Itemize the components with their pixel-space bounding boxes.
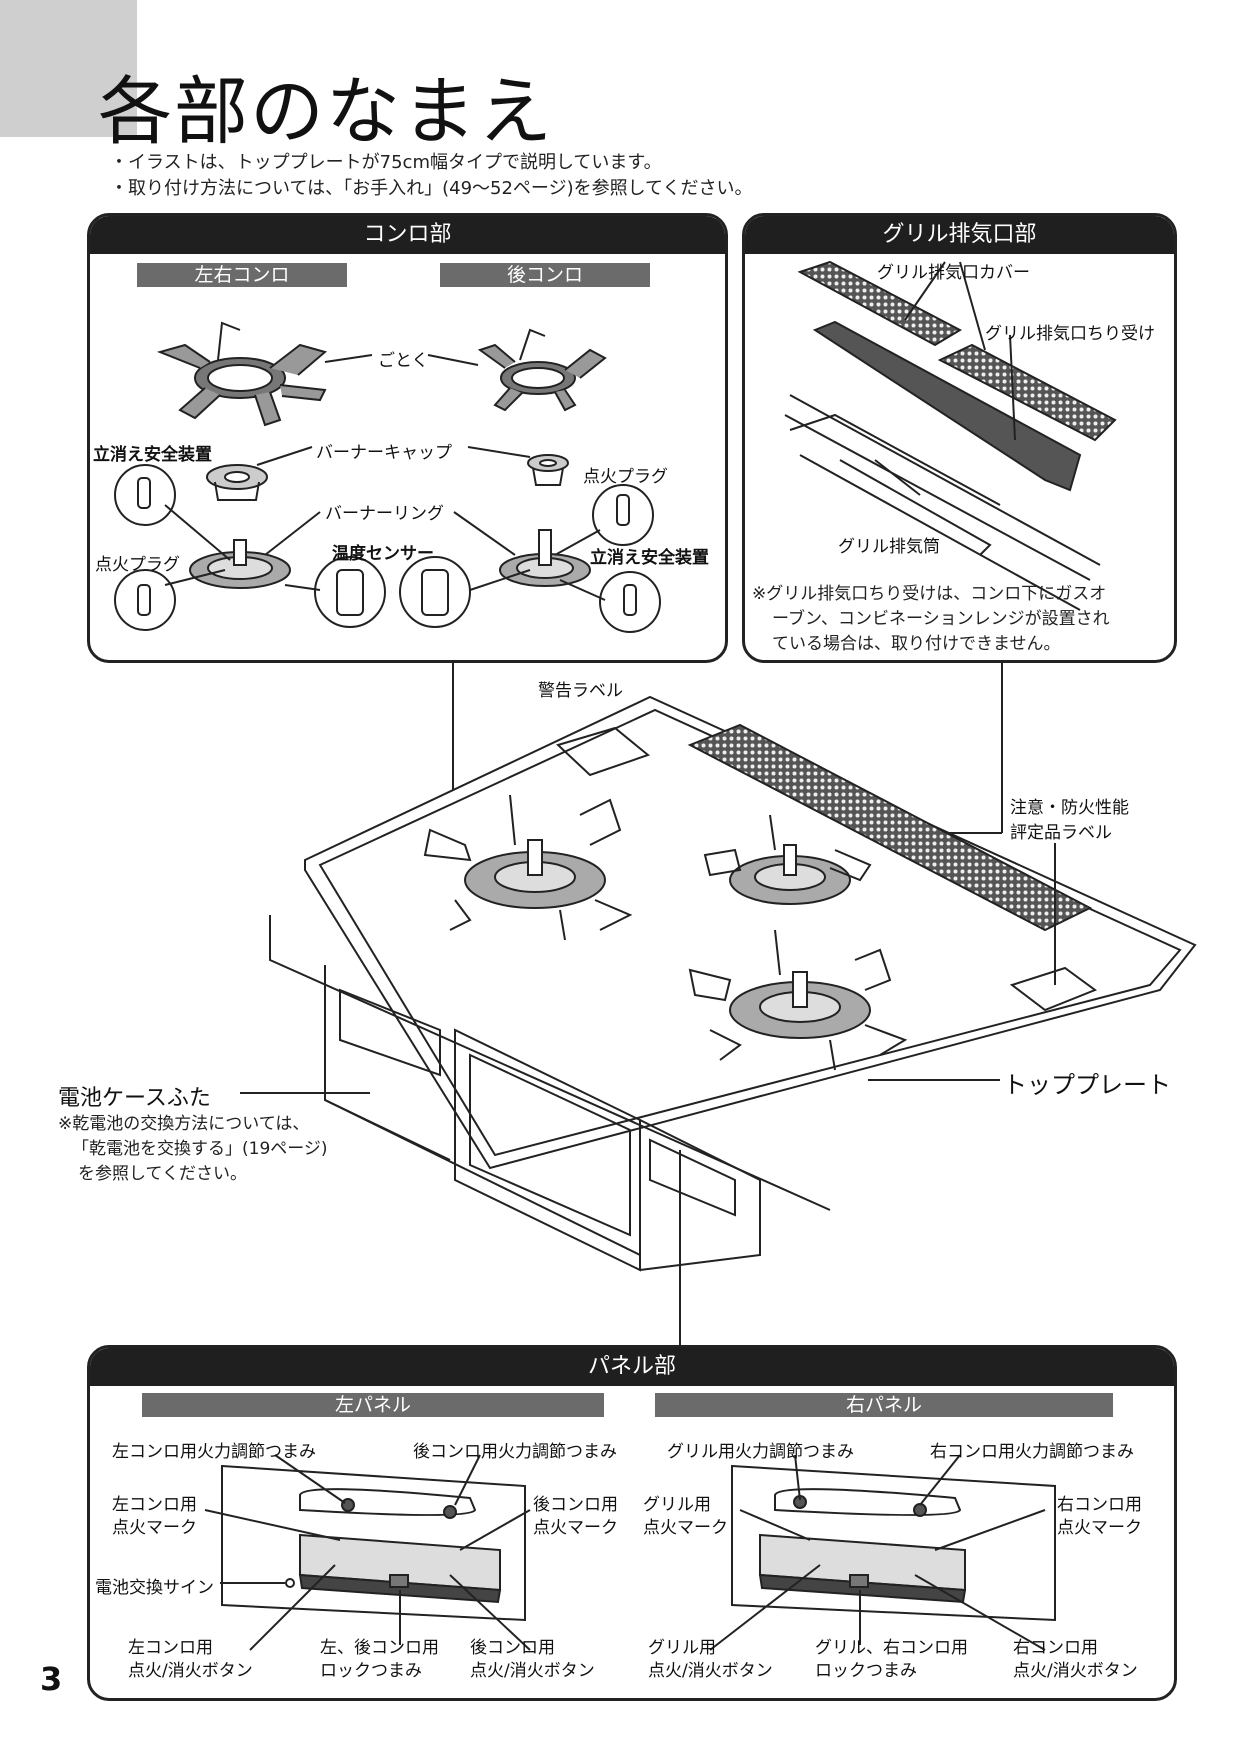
knob-grill-label: グリル用火力調節つまみ	[667, 1442, 854, 1462]
btn-right-label-1: 右コンロ用	[1013, 1638, 1098, 1658]
ondo-sensor-label: 温度センサー	[332, 544, 434, 564]
mark-grill-label-2: 点火マーク	[643, 1518, 728, 1538]
left-panel-title: 左パネル	[142, 1393, 604, 1417]
panel-title: パネル部	[90, 1348, 1174, 1386]
btn-right-label-2: 点火/消火ボタン	[1013, 1661, 1138, 1681]
grill-note-1: ※グリル排気口ちり受けは、コンロ下にガスオ	[752, 584, 1107, 604]
btn-rear-label-1: 後コンロ用	[470, 1638, 555, 1658]
mark-left-label-1: 左コンロ用	[112, 1495, 197, 1515]
grill-section: グリル排気口部	[742, 213, 1177, 663]
mark-grill-label-1: グリル用	[643, 1495, 711, 1515]
knob-left-label: 左コンロ用火力調節つまみ	[112, 1442, 316, 1462]
grill-note-3: ている場合は、取り付けできません。	[772, 634, 1061, 654]
knob-rear-label: 後コンロ用火力調節つまみ	[413, 1442, 617, 1462]
right-panel-title: 右パネル	[655, 1393, 1113, 1417]
grill-chiriuke-label: グリル排気口ちり受け	[985, 324, 1155, 344]
page-title: 各部のなまえ	[98, 69, 554, 155]
konro-title: コンロ部	[90, 216, 725, 254]
page-number: 3	[40, 1660, 63, 1698]
tachikie-left-label: 立消え安全装置	[93, 445, 212, 465]
burner-ring-label: バーナーリング	[325, 504, 444, 524]
lock-left-label-1: 左、後コンロ用	[320, 1638, 439, 1658]
mark-left-label-2: 点火マーク	[112, 1518, 197, 1538]
mark-right-label-1: 右コンロ用	[1057, 1495, 1142, 1515]
header-note-1: ・イラストは、トッププレートが75cm幅タイプで説明しています。	[110, 152, 662, 173]
battery-cover-label: 電池ケースふた	[58, 1086, 211, 1111]
btn-grill-label-1: グリル用	[648, 1638, 716, 1658]
gotoku-label: ごとく	[378, 351, 429, 371]
keikoku-label: 警告ラベル	[538, 681, 623, 701]
battery-note-2: 「乾電池を交換する」(19ページ)	[72, 1139, 328, 1159]
mark-rear-label-2: 点火マーク	[533, 1518, 618, 1538]
btn-grill-label-2: 点火/消火ボタン	[648, 1661, 773, 1681]
battery-note-1: ※乾電池の交換方法については、	[58, 1114, 310, 1134]
grill-tsutsu-label: グリル排気筒	[838, 537, 940, 557]
lock-right-label-2: ロックつまみ	[815, 1661, 917, 1681]
konro-section: コンロ部	[87, 213, 728, 663]
btn-rear-label-2: 点火/消火ボタン	[470, 1661, 595, 1681]
knob-right-label: 右コンロ用火力調節つまみ	[930, 1442, 1134, 1462]
header-note-2: ・取り付け方法については、「お手入れ」(49〜52ページ)を参照してください。	[110, 178, 753, 199]
corner-tab	[0, 0, 137, 137]
left-right-konro-label: 左右コンロ	[137, 263, 347, 287]
btn-left-label-2: 点火/消火ボタン	[128, 1661, 253, 1681]
burner-cap-label: バーナーキャップ	[316, 443, 452, 463]
rear-konro-label: 後コンロ	[440, 263, 650, 287]
battery-note-3: を参照してください。	[78, 1164, 247, 1184]
tenka-plug-right-label: 点火プラグ	[583, 467, 668, 487]
tenka-plug-left-label: 点火プラグ	[95, 555, 180, 575]
mark-right-label-2: 点火マーク	[1057, 1518, 1142, 1538]
battery-sign-label: 電池交換サイン	[95, 1578, 214, 1598]
mark-rear-label-1: 後コンロ用	[533, 1495, 618, 1515]
grill-title: グリル排気口部	[745, 216, 1174, 254]
tachikie-right-label: 立消え安全装置	[590, 548, 709, 568]
top-plate-label: トッププレート	[1003, 1071, 1171, 1099]
grill-note-2: ーブン、コンビネーションレンジが設置され	[772, 609, 1110, 629]
chui-label-1: 注意・防火性能	[1010, 798, 1129, 818]
lock-right-label-1: グリル、右コンロ用	[815, 1638, 968, 1658]
chui-label-2: 評定品ラベル	[1010, 823, 1112, 843]
btn-left-label-1: 左コンロ用	[128, 1638, 213, 1658]
lock-left-label-2: ロックつまみ	[320, 1661, 422, 1681]
grill-cover-label: グリル排気口カバー	[877, 263, 1030, 283]
